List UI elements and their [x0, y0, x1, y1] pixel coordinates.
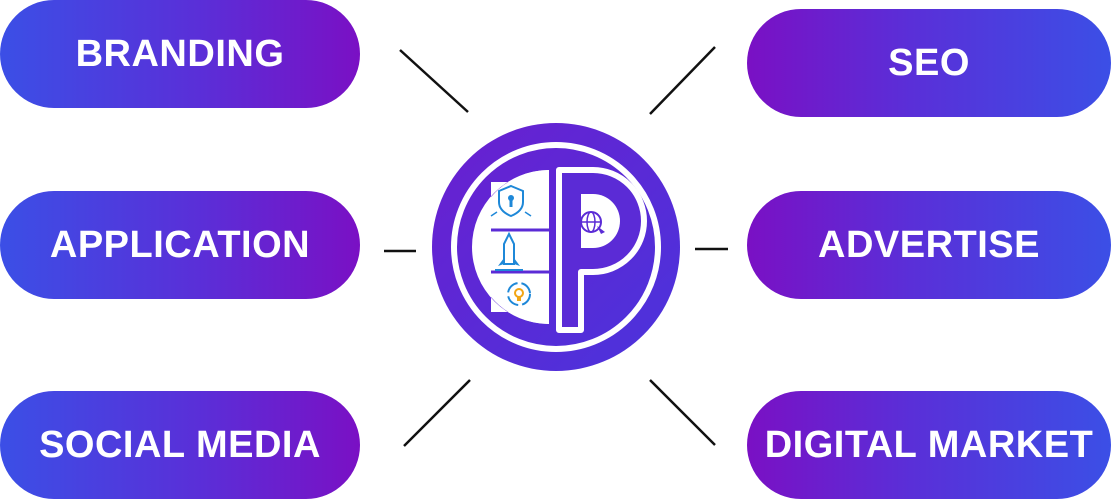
seo-button[interactable]: SEO	[747, 9, 1111, 117]
application-button[interactable]: APPLICATION	[0, 191, 360, 299]
center-logo	[432, 123, 680, 371]
connector-social-media	[403, 379, 471, 447]
social-media-label: SOCIAL MEDIA	[39, 423, 321, 466]
shield-icon	[490, 184, 532, 218]
seo-label: SEO	[888, 41, 970, 84]
branding-button[interactable]: BRANDING	[0, 0, 360, 108]
globe-icon	[580, 211, 605, 234]
digital-market-button[interactable]: DIGITAL MARKET	[747, 391, 1111, 499]
application-label: APPLICATION	[49, 223, 311, 266]
logo-p-letter	[556, 167, 647, 333]
social-media-button[interactable]: SOCIAL MEDIA	[0, 391, 360, 499]
branding-label: BRANDING	[75, 32, 285, 75]
lightbulb-icon	[507, 282, 531, 306]
connector-branding	[399, 49, 469, 113]
advertise-button[interactable]: ADVERTISE	[747, 191, 1111, 299]
logo-c-badge	[472, 170, 549, 324]
rocket-icon	[495, 231, 523, 271]
logo-white-ring	[451, 142, 661, 352]
connector-digital-market	[649, 379, 716, 446]
connector-seo	[649, 46, 716, 115]
digital-market-label: DIGITAL MARKET	[764, 423, 1094, 466]
advertise-label: ADVERTISE	[818, 223, 1040, 266]
